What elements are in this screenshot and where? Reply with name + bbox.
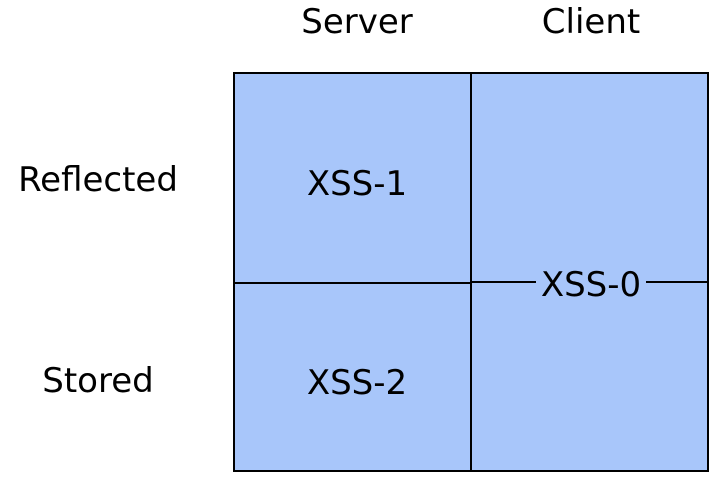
column-header-server: Server [301,2,413,42]
row-header-reflected: Reflected [18,160,178,200]
row-header-stored: Stored [42,361,154,401]
cell-client-combined: XSS-0 [541,265,641,305]
cell-server-reflected: XSS-1 [307,164,407,204]
column-header-client: Client [541,2,641,42]
cell-server-stored: XSS-2 [307,363,407,403]
